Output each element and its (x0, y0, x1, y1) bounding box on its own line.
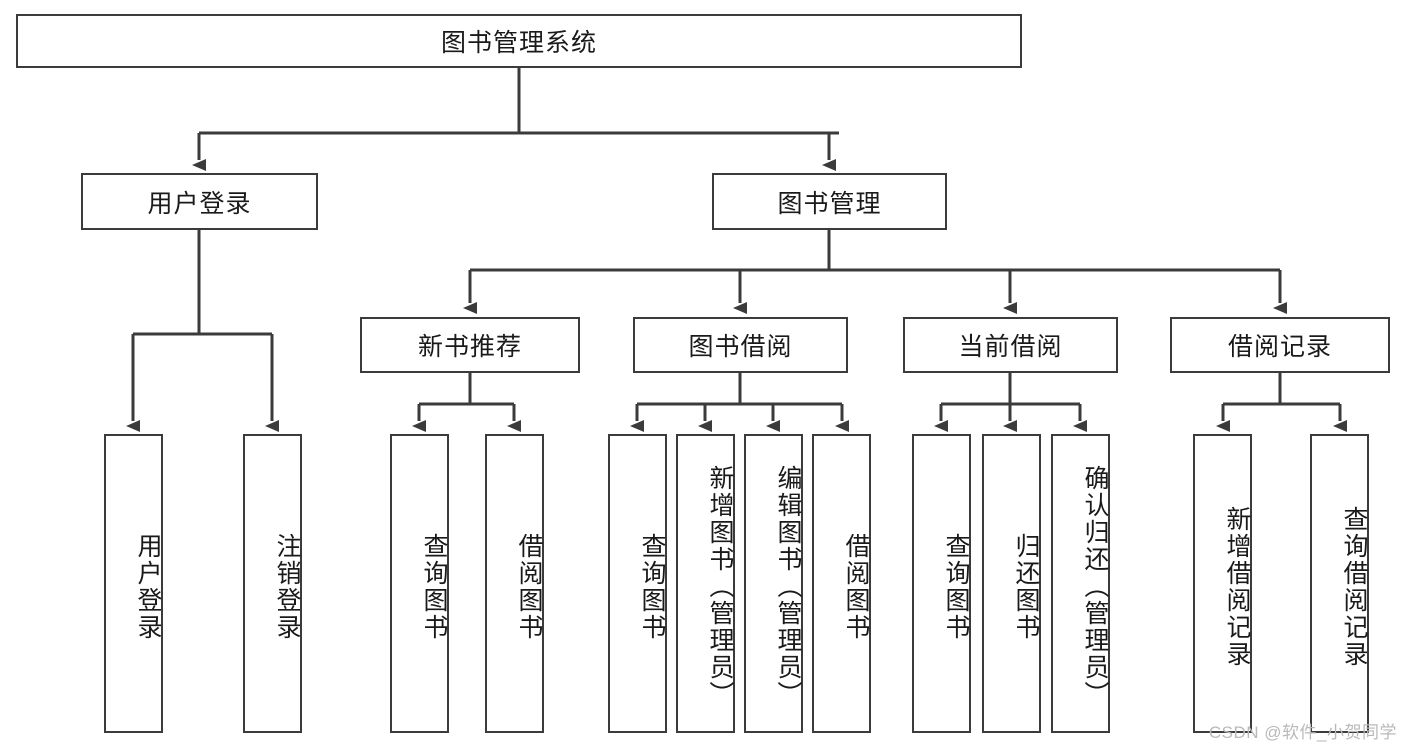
node-user-login-label: 用户登录 (147, 189, 252, 218)
leaf-borrow-book-label: 借阅图书 (842, 532, 870, 641)
node-root-label: 图书管理系统 (440, 29, 597, 57)
node-user-login[interactable]: 用户登录 (81, 173, 318, 230)
node-current-borrow[interactable]: 当前借阅 (903, 317, 1118, 373)
leaf-return-book[interactable]: 归还图书 (982, 434, 1041, 733)
node-book-management[interactable]: 图书管理 (712, 173, 947, 230)
node-new-book-recommend[interactable]: 新书推荐 (360, 317, 580, 373)
node-borrow-record[interactable]: 借阅记录 (1170, 317, 1390, 373)
leaf-edit-book-admin-label: 编辑图书（管理员） (774, 465, 802, 708)
leaf-confirm-return-admin-label: 确认归还（管理员） (1081, 465, 1109, 708)
leaf-confirm-return-admin[interactable]: 确认归还（管理员） (1051, 434, 1110, 733)
leaf-edit-book-admin[interactable]: 编辑图书（管理员） (744, 434, 803, 733)
leaf-query-book-recommend-label: 查询图书 (420, 532, 448, 641)
node-current-borrow-label: 当前借阅 (958, 333, 1063, 361)
node-book-borrow-label: 图书借阅 (688, 333, 793, 361)
node-book-management-label: 图书管理 (777, 189, 882, 218)
leaf-query-book-borrow-label: 查询图书 (638, 532, 666, 641)
node-new-book-recommend-label: 新书推荐 (417, 333, 522, 361)
leaf-borrow-book-recommend-label: 借阅图书 (515, 532, 543, 641)
leaf-query-borrow-record[interactable]: 查询借阅记录 (1310, 434, 1369, 733)
leaf-borrow-book[interactable]: 借阅图书 (812, 434, 871, 733)
leaf-borrow-book-recommend[interactable]: 借阅图书 (485, 434, 544, 733)
leaf-user-login[interactable]: 用户登录 (104, 434, 163, 733)
leaf-query-book-recommend[interactable]: 查询图书 (390, 434, 449, 733)
node-root[interactable]: 图书管理系统 (16, 14, 1022, 68)
leaf-logout-label: 注销登录 (273, 532, 301, 641)
leaf-query-book-current[interactable]: 查询图书 (912, 434, 971, 733)
leaf-query-book-borrow[interactable]: 查询图书 (608, 434, 667, 733)
leaf-return-book-label: 归还图书 (1012, 532, 1040, 641)
leaf-logout[interactable]: 注销登录 (243, 434, 302, 733)
node-borrow-record-label: 借阅记录 (1227, 333, 1332, 361)
node-book-borrow[interactable]: 图书借阅 (633, 317, 848, 373)
leaf-add-borrow-record[interactable]: 新增借阅记录 (1193, 434, 1252, 733)
csdn-watermark: CSDN @软件_小贺同学 (1208, 723, 1397, 742)
leaf-add-borrow-record-label: 新增借阅记录 (1223, 505, 1251, 668)
leaf-add-book-admin[interactable]: 新增图书（管理员） (676, 434, 735, 733)
leaf-query-book-current-label: 查询图书 (942, 532, 970, 641)
leaf-query-borrow-record-label: 查询借阅记录 (1340, 505, 1368, 668)
leaf-add-book-admin-label: 新增图书（管理员） (706, 465, 734, 708)
leaf-user-login-label: 用户登录 (134, 532, 162, 641)
